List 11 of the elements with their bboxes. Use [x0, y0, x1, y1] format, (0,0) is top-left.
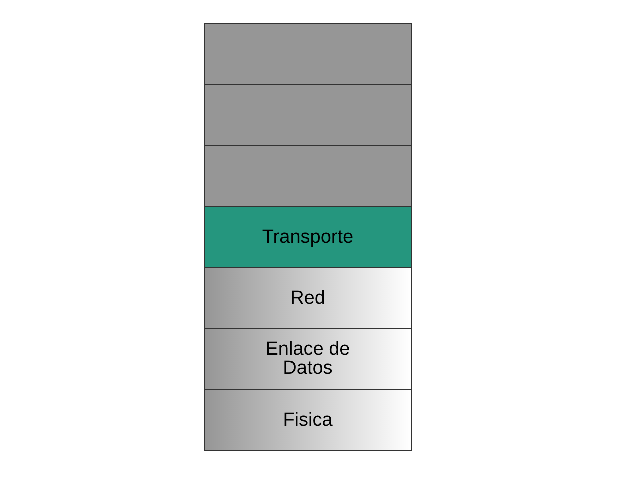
layer-box: [204, 389, 412, 451]
layer-box: [204, 206, 412, 268]
layer-label: Transporte: [262, 228, 354, 246]
layer-label: Fisica: [283, 410, 333, 430]
layer-box: [204, 23, 412, 85]
layer-box: [204, 328, 412, 390]
layer-label: Enlace de Datos: [264, 340, 352, 378]
layer-label: Red: [290, 288, 326, 308]
layer-box: [204, 145, 412, 207]
layer-box: [204, 267, 412, 329]
layer-box: [204, 84, 412, 146]
